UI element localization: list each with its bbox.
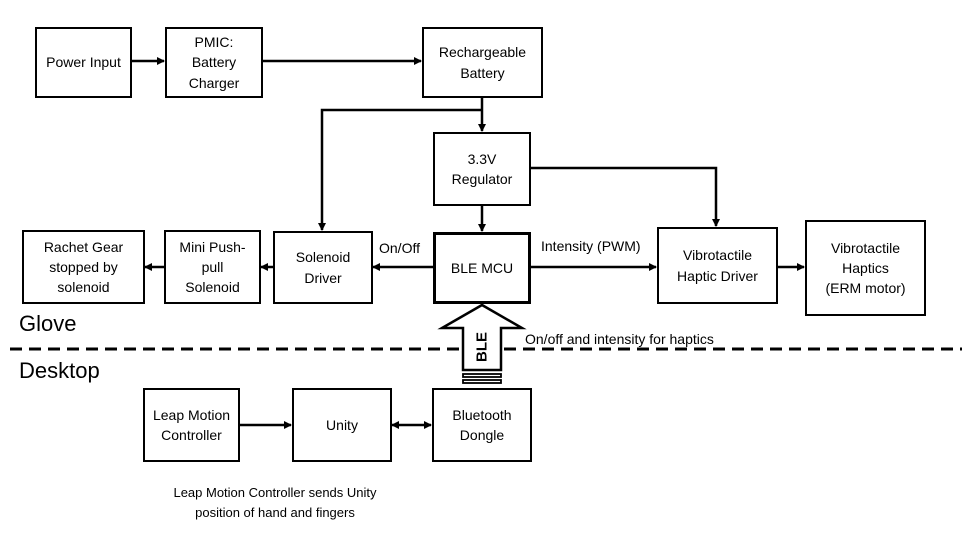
arrow-regulator-to-haptic-driver (531, 166, 720, 227)
ble-mcu-box-text: BLE MCU (451, 258, 513, 278)
unity-box-text: Unity (326, 415, 358, 435)
text-line: Charger (188, 74, 240, 91)
ble-mcu-box: BLE MCU (433, 232, 531, 304)
power-input-box: Power Input (35, 27, 132, 98)
ble-arrow-base-bar-2 (462, 379, 502, 384)
ble-arrow-base-bar-1 (462, 373, 502, 378)
regulator-box-text: 3.3V Regulator (452, 149, 513, 190)
text-line: Vibrotactile (830, 239, 900, 256)
text-line: 3.3V (467, 150, 497, 167)
text-line: Solenoid (295, 249, 351, 266)
text-line: Driver (304, 269, 342, 286)
ble-block-arrow (437, 303, 527, 372)
text-line: Rechargeable (438, 44, 527, 61)
text-line: Mini Push- (179, 238, 246, 255)
arrow-battery-to-solenoid-driver (318, 108, 482, 231)
text-line: position of hand and fingers (195, 505, 355, 521)
desktop-section-label: Desktop (19, 358, 100, 383)
unity-box: Unity (292, 388, 392, 462)
power-input-box-text: Power Input (46, 52, 121, 72)
intensity-label: Intensity (PWM) (541, 238, 641, 254)
text-line: Rachet Gear (43, 238, 124, 255)
text-line: Solenoid (185, 279, 240, 296)
text-line: Leap Motion Controller sends Unity (173, 485, 377, 500)
ble-description-label: On/off and intensity for haptics (525, 331, 714, 347)
text-line: Regulator (451, 171, 513, 187)
glove-section-label: Glove (19, 311, 77, 336)
text-line: Power Input (46, 54, 121, 71)
text-line: pull (201, 258, 224, 275)
text-line: Battery (191, 54, 237, 71)
text-line: (ERM motor) (825, 280, 906, 297)
text-line: solenoid (57, 279, 110, 296)
text-line: Dongle (459, 427, 505, 443)
text-line: Bluetooth (452, 406, 512, 423)
text-line: PMIC: (194, 34, 234, 51)
ratchet-gear-box: Rachet Gear stopped by solenoid (22, 230, 145, 304)
text-line: Unity (326, 416, 358, 433)
footnote-text: Leap Motion Controller sends Unity positi… (130, 483, 420, 523)
ble-arrow-label: BLE (473, 332, 491, 362)
regulator-box: 3.3V Regulator (433, 132, 531, 206)
onoff-label: On/Off (379, 240, 420, 256)
text-line: BLE MCU (450, 259, 514, 276)
ratchet-gear-box-text: Rachet Gear stopped by solenoid (44, 237, 123, 298)
text-line: Vibrotactile (682, 247, 752, 264)
text-line: Haptic Driver (677, 267, 758, 284)
text-line: Battery (460, 64, 505, 81)
text-line: Controller (161, 427, 222, 443)
footnote: Leap Motion Controller sends Unity positi… (130, 483, 420, 523)
text-line: Haptics (842, 259, 889, 276)
text-line: stopped by (49, 258, 118, 275)
text-line: Leap Motion (152, 406, 231, 423)
